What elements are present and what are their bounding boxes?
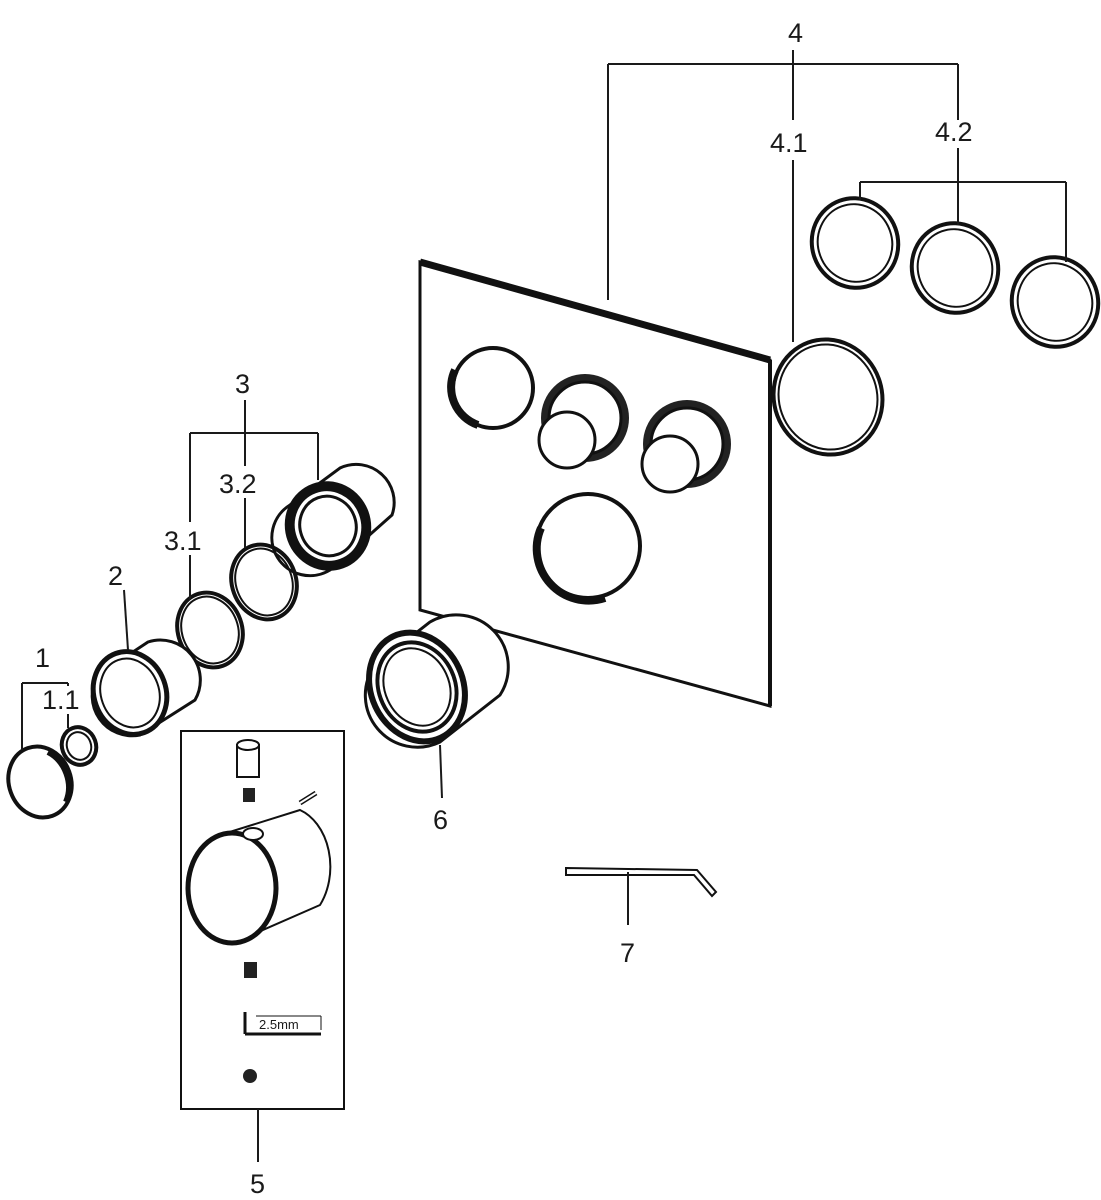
sleeve-3 — [270, 462, 396, 578]
label-3: 3 — [235, 369, 250, 399]
label-7: 7 — [620, 938, 635, 968]
label-1-1: 1.1 — [42, 685, 80, 715]
leader-4 — [607, 50, 1067, 342]
ring-4-1 — [771, 337, 885, 457]
ring-3-2 — [229, 542, 299, 622]
tool-7 — [565, 866, 718, 898]
plate-button-lower — [532, 492, 642, 605]
ring-1-1 — [59, 725, 99, 767]
label-1: 1 — [35, 643, 50, 673]
wrench-size-label: 2.5mm — [259, 1017, 299, 1032]
cap-1 — [6, 744, 74, 820]
label-6: 6 — [433, 805, 448, 835]
escutcheon-6 — [363, 613, 510, 749]
rings-4-2 — [809, 196, 1101, 349]
plate-knob-middle — [537, 374, 629, 470]
cover-plate — [418, 258, 772, 708]
label-5: 5 — [250, 1169, 265, 1199]
sleeve-2 — [90, 638, 202, 738]
ring-3-1 — [175, 590, 245, 670]
label-4: 4 — [788, 18, 803, 48]
label-4-2: 4.2 — [935, 117, 973, 147]
leader-3 — [189, 400, 319, 600]
plate-knob-right — [640, 400, 731, 494]
label-2: 2 — [108, 561, 123, 591]
plate-button-left — [447, 346, 535, 430]
label-4-1: 4.1 — [770, 128, 808, 158]
leader-1 — [21, 682, 69, 750]
leader-2 — [123, 589, 129, 651]
label-3-1: 3.1 — [164, 526, 202, 556]
handle-kit-5 — [180, 730, 345, 1110]
leader-6 — [439, 744, 443, 799]
label-3-2: 3.2 — [219, 469, 257, 499]
